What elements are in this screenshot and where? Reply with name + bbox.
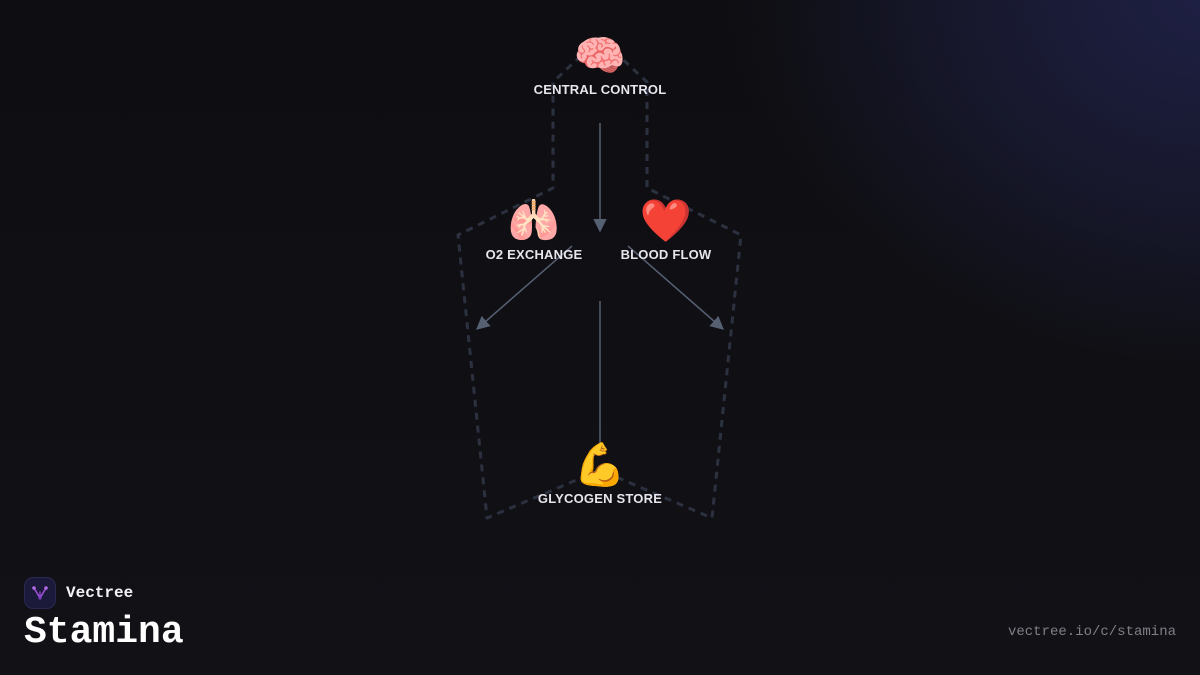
flexed-biceps-icon: 💪 — [573, 441, 627, 488]
arrow-to-left — [475, 245, 573, 330]
node-glycogen-store: 💪 GLYCOGEN STORE — [500, 441, 700, 506]
node-label: BLOOD FLOW — [620, 247, 712, 262]
node-central-control: 🧠 CENTRAL CONTROL — [500, 32, 700, 97]
heart-icon: ❤️ — [639, 197, 693, 244]
vectree-logo-icon — [24, 577, 56, 609]
node-label: CENTRAL CONTROL — [533, 82, 667, 97]
node-o2-exchange: 🫁 O2 EXCHANGE — [434, 197, 634, 262]
node-label: O2 EXCHANGE — [485, 247, 583, 262]
node-label: GLYCOGEN STORE — [537, 491, 663, 506]
brain-icon: 🧠 — [573, 32, 627, 79]
node-blood-flow: ❤️ BLOOD FLOW — [566, 197, 766, 262]
brand-name: Vectree — [66, 584, 134, 602]
arrow-to-right — [627, 245, 725, 330]
lungs-icon: 🫁 — [507, 197, 561, 244]
page-url: vectree.io/c/stamina — [1007, 624, 1176, 640]
page-title: Stamina — [24, 611, 184, 654]
body-outline — [456, 36, 743, 520]
brand: Vectree — [24, 577, 133, 609]
